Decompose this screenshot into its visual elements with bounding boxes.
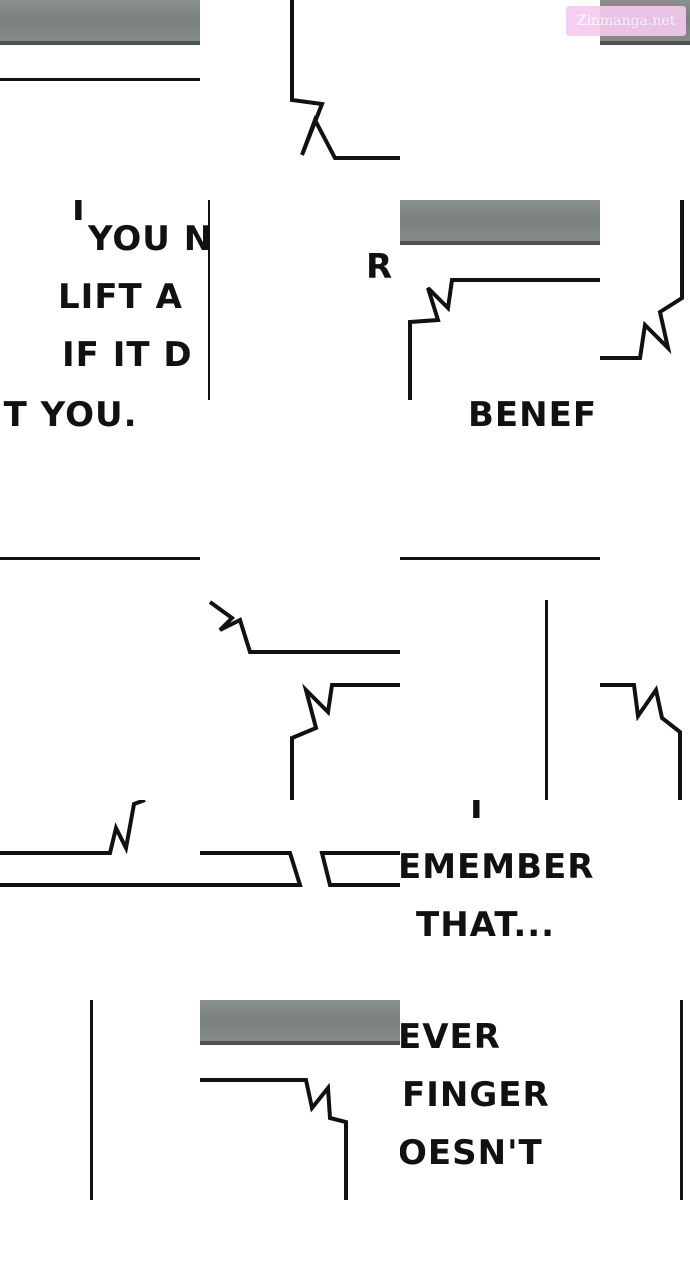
caption-line-4: IT YOU.: [0, 400, 138, 435]
tile-caption-remember: I EMEMBER THAT...: [400, 800, 600, 1000]
tile-stone-corner: [400, 200, 600, 400]
jagged-corner-icon: [208, 600, 400, 800]
tile-corner-a: [200, 600, 400, 800]
caption-r-fragment: R: [366, 247, 394, 287]
stone-slab: [400, 200, 600, 245]
tile-left-border: [0, 1000, 200, 1200]
tile-caption-you: IT YOU.: [0, 400, 200, 600]
stone-slab: [200, 1000, 400, 1045]
tile-bars: [200, 800, 400, 1000]
panel-border: [0, 557, 200, 560]
tile-stone-bottom: [200, 1000, 400, 1200]
tile-right-corner: [600, 200, 690, 400]
jagged-corner-icon: [290, 0, 400, 160]
jagged-corner-icon: [600, 683, 682, 800]
tile-vertical-border: [400, 600, 600, 800]
caption-i-top: I: [72, 200, 86, 229]
panel-border: [545, 600, 548, 800]
tile-panel-corner: [200, 0, 400, 200]
caption-finger: FINGER: [402, 1075, 550, 1115]
tile-caption-never: EVER FINGER OESN'T: [400, 1000, 600, 1200]
caption-i-fragment: I: [470, 800, 484, 827]
caption-never: EVER: [400, 1017, 501, 1057]
caption-remember: EMEMBER: [400, 847, 595, 887]
panel-border: [400, 557, 600, 560]
caption-benefit-fragment: BENEFI: [468, 400, 600, 435]
panel-border: [208, 200, 210, 400]
tile-right-border: [600, 1000, 690, 1200]
tile-corner-c: [0, 800, 200, 1000]
stone-slab: [0, 0, 200, 45]
jagged-corner-icon: [200, 1078, 348, 1200]
caption-line-3: IF IT D: [62, 335, 193, 375]
panel-border: [680, 1000, 683, 1200]
tile-corner-b: [600, 600, 690, 800]
bar-shapes: [200, 851, 400, 887]
panel-border: [0, 78, 200, 81]
caption-that: THAT...: [416, 905, 556, 945]
watermark: Zinmanga.net: [566, 6, 686, 36]
tile-caption-benefit: BENEFI: [400, 400, 600, 600]
tile-caption-r: R: [360, 230, 400, 290]
tile-stone-top-left: [0, 0, 200, 200]
caption-line-2: LIFT A: [58, 277, 183, 317]
jagged-corner-icon: [0, 800, 200, 887]
jagged-corner-icon: [408, 278, 600, 400]
caption-doesnt: OESN'T: [400, 1133, 543, 1173]
panel-border: [90, 1000, 93, 1200]
jagged-corner-icon: [600, 200, 684, 360]
caption-line-1: YOU N: [88, 219, 210, 259]
tile-caption-left: I YOU N LIFT A IF IT D: [0, 200, 210, 400]
